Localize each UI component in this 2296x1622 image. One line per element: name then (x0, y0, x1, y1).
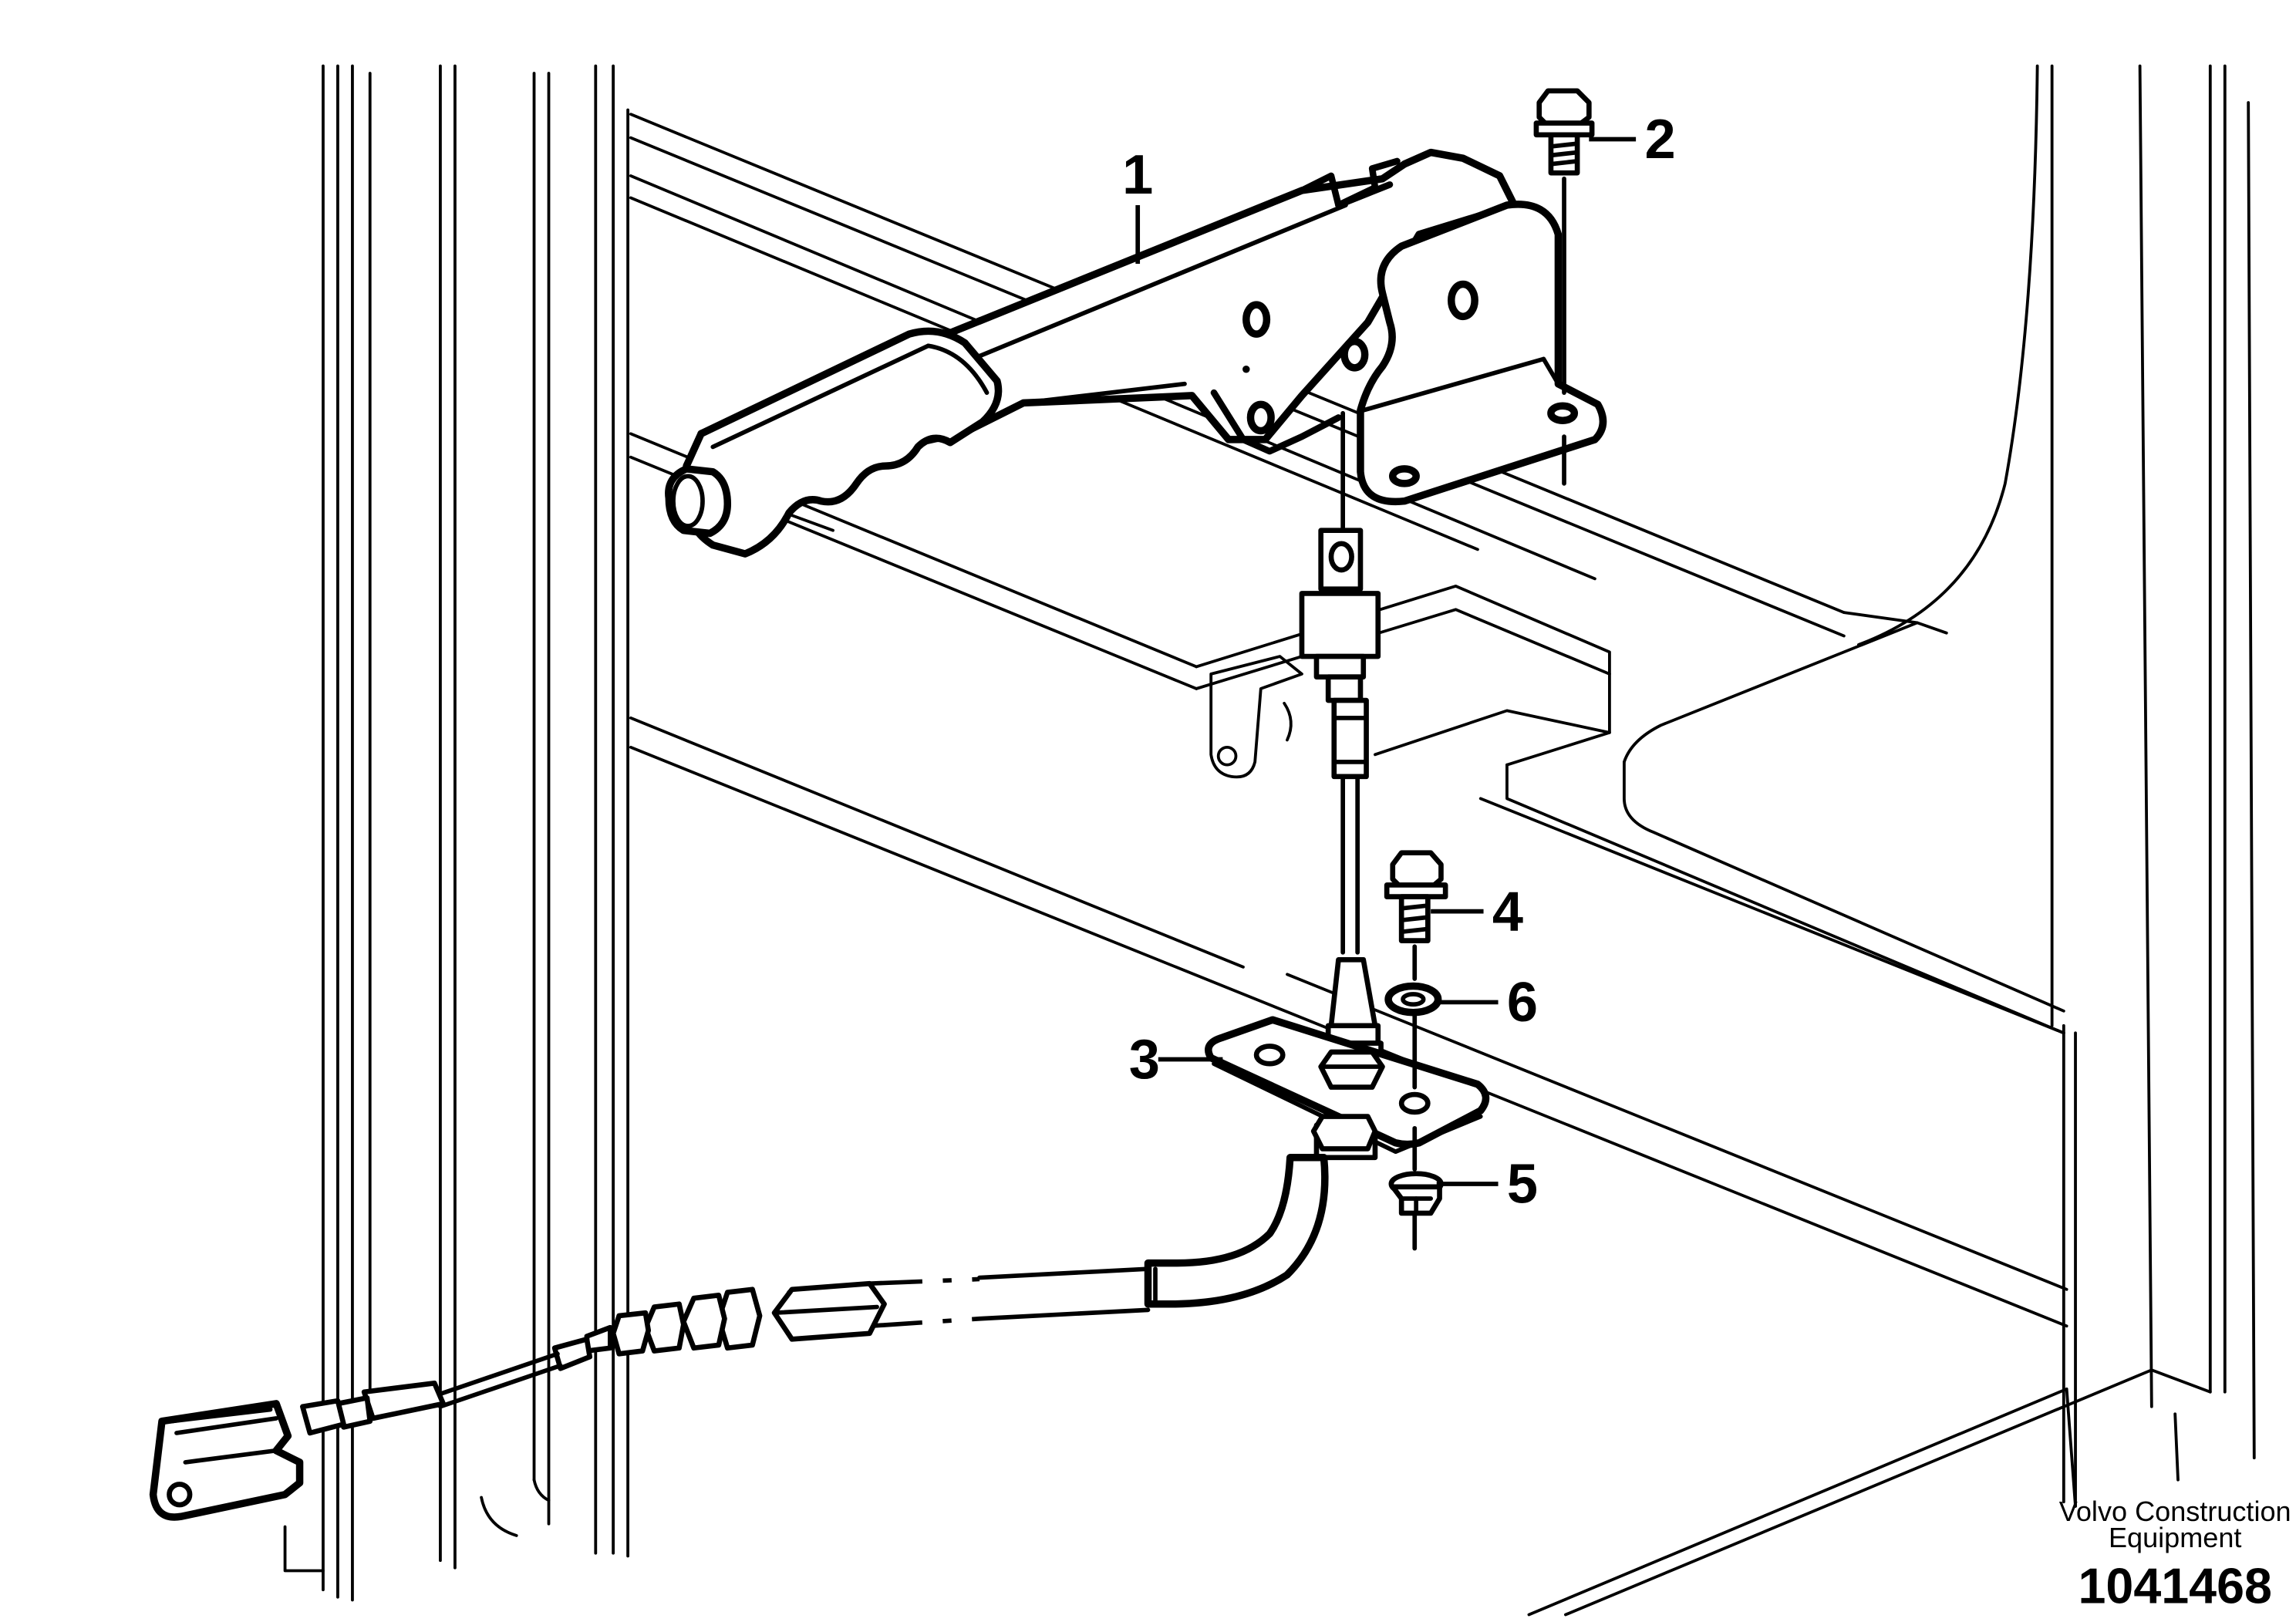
cable-bracket-plate (1205, 1016, 1490, 1155)
callout-3: 3 (1129, 1029, 1223, 1091)
footer-block: Volvo Construction Equipment 1041468 (2059, 1496, 2291, 1614)
callout-1: 1 (1122, 144, 1153, 264)
parking-brake-lever (665, 148, 1607, 558)
callout-6: 6 (1439, 972, 1538, 1034)
washer (1384, 982, 1442, 1017)
callout-5: 5 (1436, 1154, 1538, 1216)
brand-line-1: Volvo Construction (2059, 1496, 2291, 1527)
figure-number: 1041468 (2078, 1558, 2271, 1614)
callout-2-label: 2 (1645, 109, 1676, 170)
callout-4-label: 4 (1492, 881, 1523, 943)
callout-6-label: 6 (1507, 972, 1538, 1034)
flange-screw-upper (1533, 88, 1595, 486)
brand-line-2: Equipment (2109, 1522, 2241, 1553)
callout-1-label: 1 (1122, 144, 1153, 206)
callout-3-label: 3 (1129, 1029, 1160, 1091)
cable-upper-clevis (1299, 410, 1381, 955)
flange-screw-lower (1384, 850, 1448, 1251)
callout-5-label: 5 (1507, 1154, 1538, 1216)
flange-nut (1388, 1171, 1444, 1216)
callout-2: 2 (1589, 109, 1676, 170)
callout-4: 4 (1431, 881, 1523, 943)
